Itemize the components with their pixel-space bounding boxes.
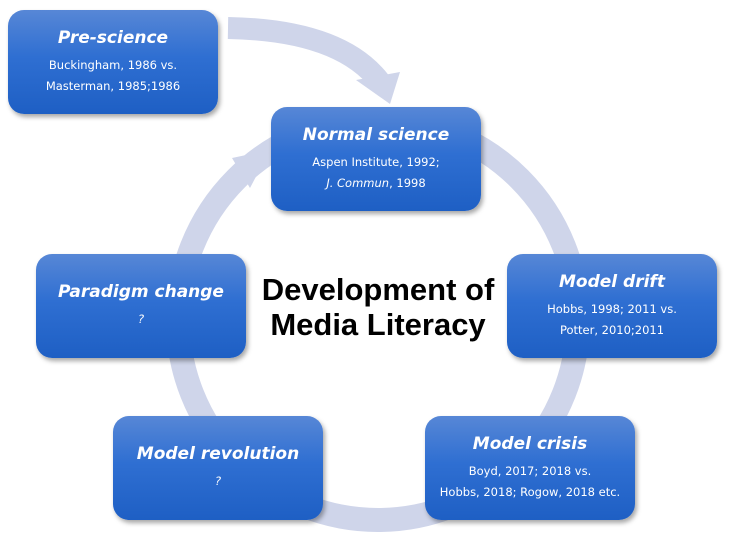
stage-model-revolution: Model revolution ? <box>113 416 323 520</box>
diagram-title-line: Development of <box>261 272 495 307</box>
stage-normal-science: Normal science Aspen Institute, 1992; J.… <box>271 107 481 211</box>
diagram-title: Development of Media Literacy <box>238 272 518 342</box>
stage-title: Normal science <box>302 124 450 145</box>
stage-title: Pre-science <box>57 27 169 48</box>
stage-pre-science: Pre-science Buckingham, 1986 vs. Masterm… <box>8 10 218 114</box>
stage-reference: Hobbs, 1998; 2011 vs. <box>547 301 677 316</box>
stage-title: Model revolution <box>136 444 300 464</box>
stage-reference: Hobbs, 2018; Rogow, 2018 etc. <box>439 484 621 499</box>
stage-reference: J. Commun, 1998 <box>271 173 481 194</box>
stage-reference: ? <box>214 474 222 488</box>
journal-name: J. Commun <box>326 175 390 190</box>
stage-reference: Buckingham, 1986 vs. <box>48 57 178 72</box>
stage-reference: Masterman, 1985;1986 <box>45 78 181 93</box>
diagram-title-line: Media Literacy <box>270 307 486 342</box>
stage-paradigm-change: Paradigm change ? <box>36 254 246 358</box>
stage-model-drift: Model drift Hobbs, 1998; 2011 vs. Potter… <box>507 254 717 358</box>
stage-reference: Boyd, 2017; 2018 vs. <box>468 463 592 478</box>
entry-arrowhead <box>356 72 400 104</box>
stage-model-crisis: Model crisis Boyd, 2017; 2018 vs. Hobbs,… <box>425 416 635 520</box>
stage-reference: ? <box>137 312 145 326</box>
stage-title: Model drift <box>559 271 665 292</box>
journal-year: , 1998 <box>389 175 426 190</box>
stage-reference: Aspen Institute, 1992; <box>312 154 440 169</box>
stage-reference: Potter, 2010;2011 <box>559 322 665 337</box>
stage-title: Model crisis <box>472 433 588 454</box>
stage-title: Paradigm change <box>58 282 224 302</box>
entry-arrow <box>227 17 389 90</box>
cycle-arrowhead <box>232 150 270 188</box>
